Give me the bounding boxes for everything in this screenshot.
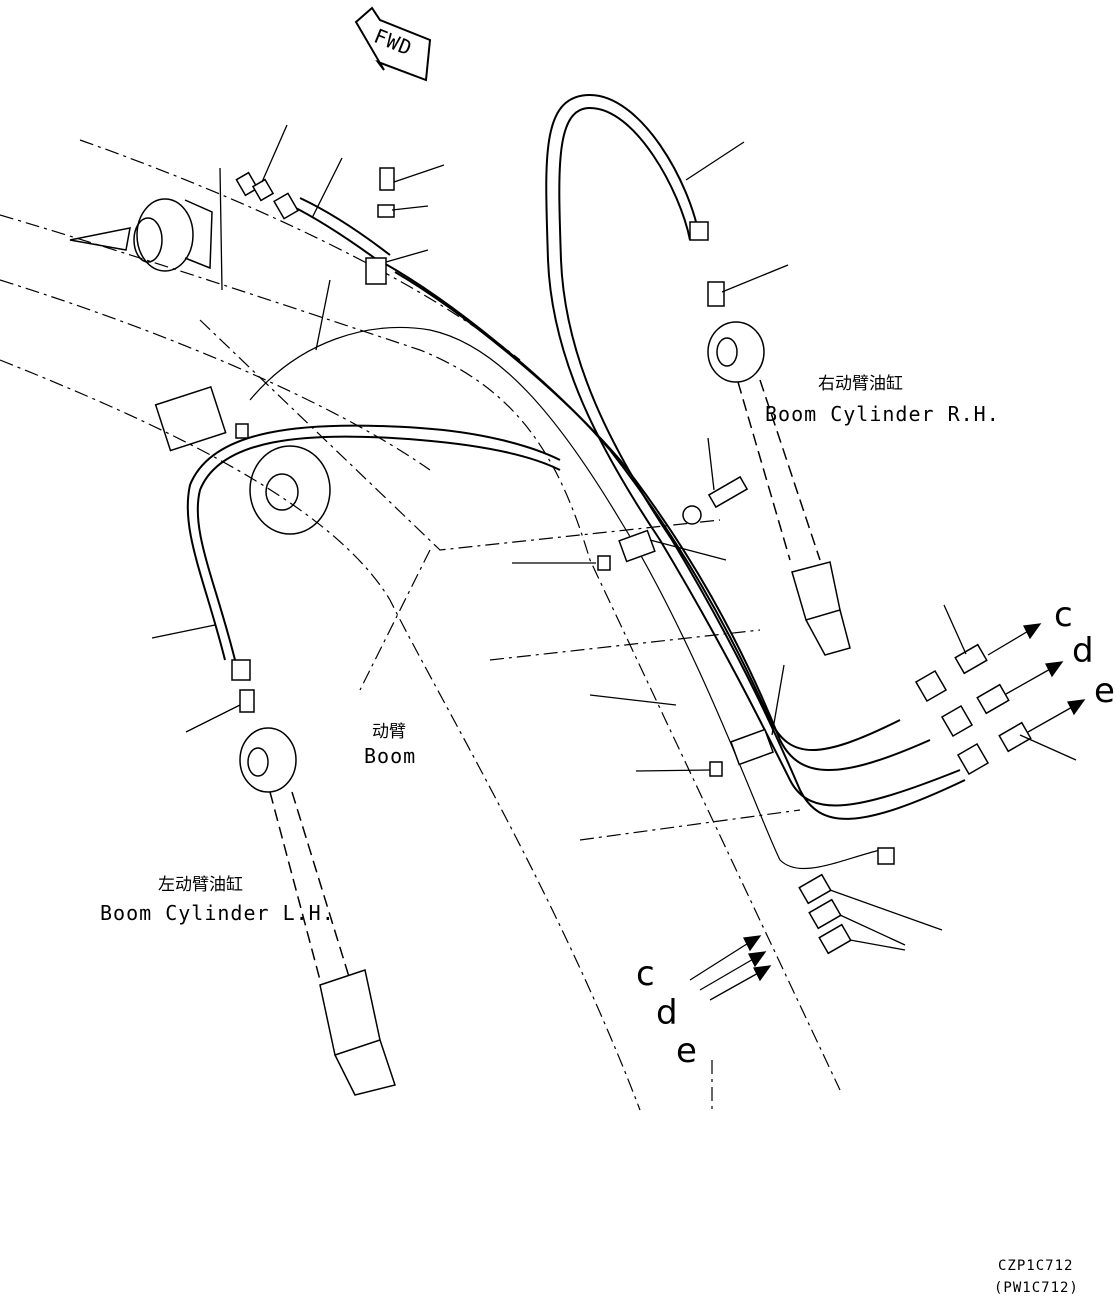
- boom-pivot: [69, 198, 331, 535]
- boom-cylinder-rh-label-zh: 右动臂油缸: [818, 373, 903, 394]
- port-letter-right-e: e: [1094, 671, 1115, 711]
- boom-label-en: Boom: [364, 744, 416, 768]
- drawing-code-secondary: (PW1C712): [994, 1280, 1079, 1296]
- boom-cylinder-lh-label-zh: 左动臂油缸: [158, 874, 243, 895]
- fwd-label: FWD: [371, 24, 416, 61]
- port-letter-left-e: e: [676, 1031, 697, 1071]
- drawing-code-primary: CZP1C712: [998, 1258, 1073, 1274]
- boom-cylinder-rh-label-en: Boom Cylinder R.H.: [765, 402, 1000, 426]
- boom-cylinder-lh-label-en: Boom Cylinder L.H.: [100, 901, 335, 925]
- leader-lines: [151, 124, 1077, 951]
- port-arrows: [689, 623, 1086, 1001]
- port-letter-left-d: d: [656, 993, 678, 1033]
- boom-label-zh: 动臂: [372, 722, 406, 742]
- fittings: [231, 167, 1032, 955]
- fwd-arrow-icon: FWD: [354, 6, 432, 82]
- hydraulic-tubes: [186, 93, 966, 870]
- boom-cylinder-lh: [239, 727, 396, 1096]
- port-letter-right-c: c: [1054, 595, 1073, 635]
- boom-cylinder-rh: [707, 321, 851, 656]
- port-letter-right-d: d: [1072, 631, 1094, 671]
- port-letter-left-c: c: [636, 954, 655, 994]
